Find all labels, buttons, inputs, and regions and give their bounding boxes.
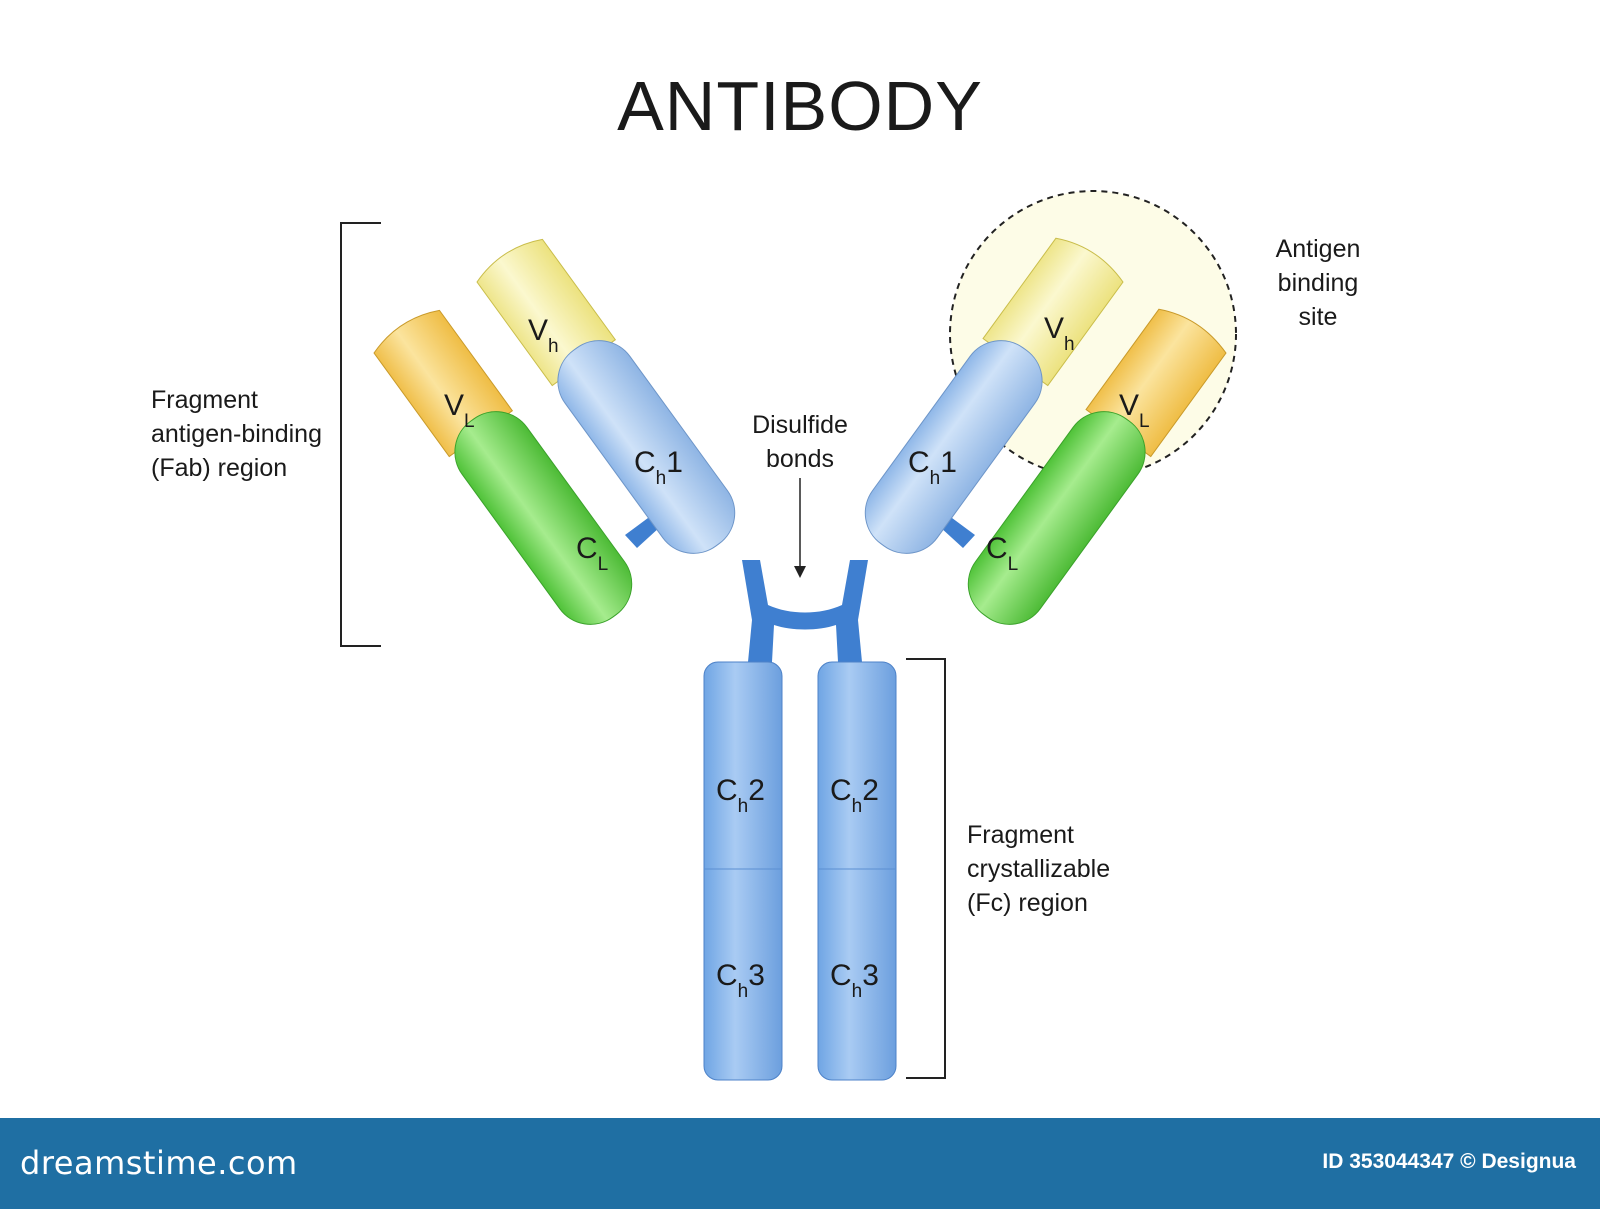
disulfide-arrow-head [794,566,806,578]
footer-brand[interactable]: dreamstime.com [20,1144,298,1182]
hinge-region [742,560,868,662]
antibody-diagram: ANTIBODY [151,67,1361,1081]
left-ch1-domain [557,340,736,554]
right-cl-domain [967,411,1146,625]
right-vl-label: VL [1119,389,1150,432]
left-cl-domain [454,411,633,625]
antibody-illustration: Vh VL Ch1 CL Vh VL Ch1 CL Ch2 Ch2 Ch3 [340,190,1237,1081]
right-ch1-label: Ch1 [908,446,957,489]
left-vl-label: VL [444,389,475,432]
diagram-title: ANTIBODY [617,67,983,145]
left-cl-label: CL [576,532,608,575]
left-vh-label: Vh [528,314,559,357]
right-ch3-label: Ch3 [830,959,879,1002]
fc-bracket [906,658,946,1079]
right-ch1-domain [864,340,1043,554]
right-interchain-bond [940,515,975,548]
footer-credit: ID 353044347 © Designua [1322,1150,1576,1173]
left-ch3-label: Ch3 [716,959,765,1002]
fab-bracket [340,222,381,647]
right-ch2-label: Ch2 [830,774,879,817]
antigen-binding-site-label: Antigen binding site [1275,235,1361,331]
watermark-footer: dreamstime.com ID 353044347 © Designua [0,1118,1600,1209]
right-cl-label: CL [986,532,1018,575]
left-fc-chain [703,661,783,1081]
left-ch2-label: Ch2 [716,774,765,817]
right-vh-label: Vh [1044,312,1075,355]
fab-region-label: Fragment antigen-binding (Fab) region [151,386,322,482]
fc-region-label: Fragment crystallizable (Fc) region [967,821,1111,917]
left-ch1-label: Ch1 [634,446,683,489]
right-fc-chain [817,661,897,1081]
left-interchain-bond [625,515,660,548]
disulfide-bonds-label: Disulfide bonds [752,411,848,473]
